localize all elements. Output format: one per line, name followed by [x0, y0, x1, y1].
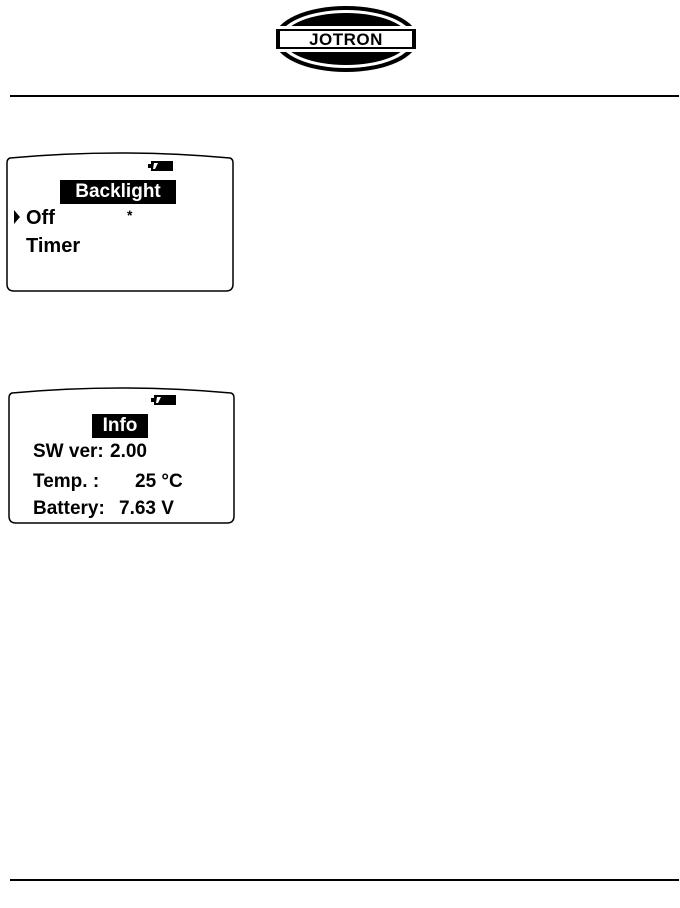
info-value-sw-ver: 2.00 — [110, 442, 147, 461]
info-label-battery: Battery: — [33, 499, 105, 518]
selected-marker: * — [127, 208, 132, 222]
info-value-temp: 25 °C — [135, 472, 183, 491]
battery-icon — [151, 394, 177, 406]
menu-item-off[interactable]: Off — [26, 208, 55, 228]
menu-item-timer[interactable]: Timer — [26, 236, 80, 256]
info-value-battery: 7.63 V — [119, 499, 174, 518]
battery-icon — [148, 160, 174, 172]
backlight-screen: Backlight Off * Timer — [6, 150, 234, 293]
footer-rule — [10, 879, 679, 881]
jotron-logo: JOTRON — [272, 4, 420, 74]
info-screen: Info SW ver: 2.00 Temp. : 25 °C Battery:… — [8, 385, 235, 525]
arrow-right-icon — [13, 209, 21, 225]
logo-text: JOTRON — [309, 30, 383, 49]
info-label-temp: Temp. : — [33, 472, 99, 491]
screen-title: Info — [92, 414, 148, 438]
header-rule — [10, 95, 679, 97]
info-label-sw-ver: SW ver: — [33, 442, 104, 461]
screen-title: Backlight — [60, 180, 176, 204]
